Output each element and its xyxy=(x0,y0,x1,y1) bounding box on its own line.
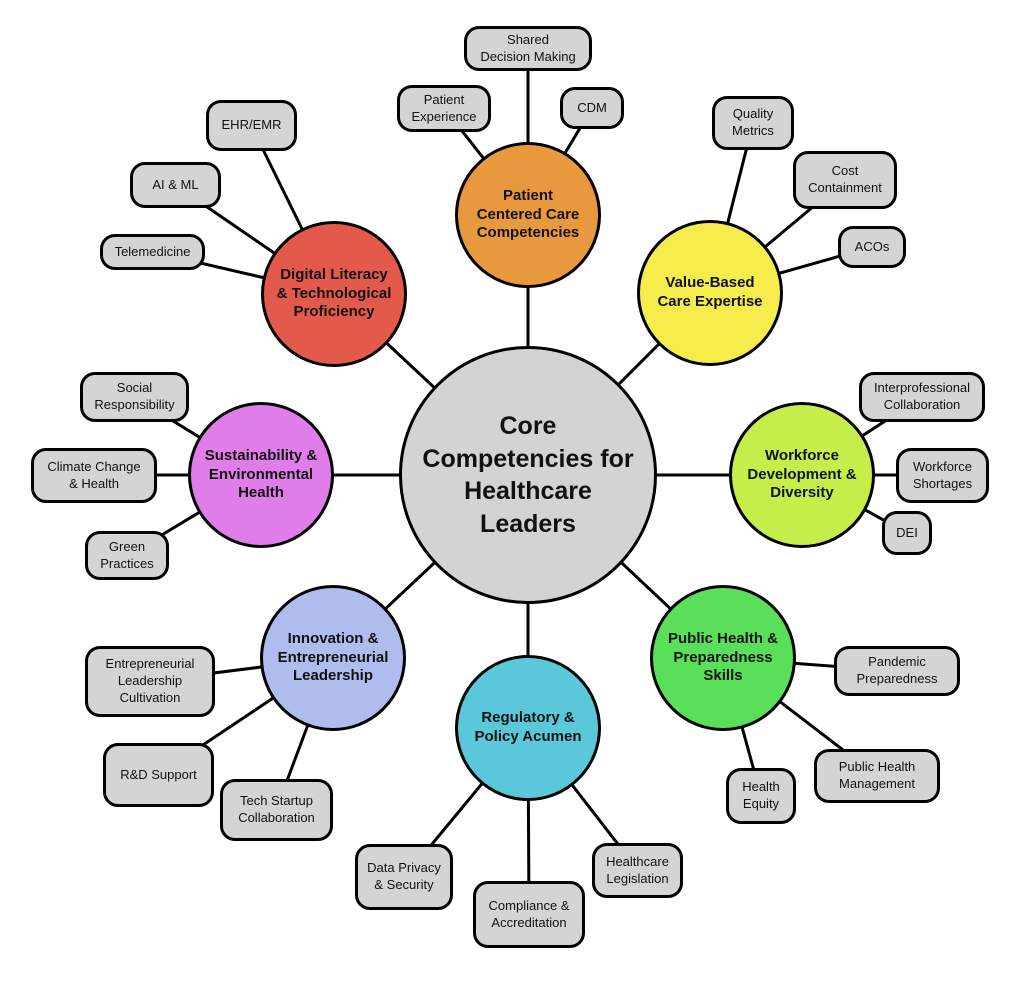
satellite-rd-support: R&D Support xyxy=(103,743,214,807)
satellite-healthcare-legislation: Healthcare Legislation xyxy=(592,843,683,898)
satellite-cdm: CDM xyxy=(560,87,624,129)
branch-patient-centered-care: Patient Centered Care Competencies xyxy=(455,142,601,288)
satellite-entrepreneurial-leadership-cultivation: Entrepreneurial Leadership Cultivation xyxy=(85,646,215,717)
branch-value-based-care: Value-Based Care Expertise xyxy=(637,220,783,366)
satellite-shared-decision-making: Shared Decision Making xyxy=(464,26,592,71)
branch-digital-literacy: Digital Literacy & Technological Profici… xyxy=(261,221,407,367)
satellite-ai-ml: AI & ML xyxy=(130,162,221,208)
satellite-data-privacy-security: Data Privacy & Security xyxy=(355,844,453,910)
satellite-compliance-accreditation: Compliance & Accreditation xyxy=(473,881,585,948)
satellite-pandemic-preparedness: Pandemic Preparedness xyxy=(834,646,960,696)
satellite-telemedicine: Telemedicine xyxy=(100,234,205,270)
branch-regulatory-policy: Regulatory & Policy Acumen xyxy=(455,655,601,801)
satellite-dei: DEI xyxy=(882,511,932,555)
branch-innovation-entrepreneurial: Innovation & Entrepreneurial Leadership xyxy=(260,585,406,731)
satellite-quality-metrics: Quality Metrics xyxy=(712,96,794,150)
branch-public-health-preparedness: Public Health & Preparedness Skills xyxy=(650,585,796,731)
satellite-health-equity: Health Equity xyxy=(726,768,796,824)
branch-workforce-development: Workforce Development & Diversity xyxy=(729,402,875,548)
satellite-cost-containment: Cost Containment xyxy=(793,151,897,209)
center-node-core-competencies: Core Competencies for Healthcare Leaders xyxy=(399,346,657,604)
satellite-interprofessional-collaboration: Interprofessional Collaboration xyxy=(859,372,985,422)
satellite-ehr-emr: EHR/EMR xyxy=(206,100,297,151)
satellite-social-responsibility: Social Responsibility xyxy=(80,372,189,422)
branch-sustainability-environmental: Sustainability & Environmental Health xyxy=(188,402,334,548)
satellite-green-practices: Green Practices xyxy=(85,531,169,580)
satellite-patient-experience: Patient Experience xyxy=(397,85,491,132)
satellite-tech-startup-collaboration: Tech Startup Collaboration xyxy=(220,779,333,841)
satellite-workforce-shortages: Workforce Shortages xyxy=(896,448,989,503)
satellite-climate-change-health: Climate Change & Health xyxy=(31,448,157,503)
satellite-acos: ACOs xyxy=(838,226,906,268)
satellite-public-health-management: Public Health Management xyxy=(814,749,940,803)
